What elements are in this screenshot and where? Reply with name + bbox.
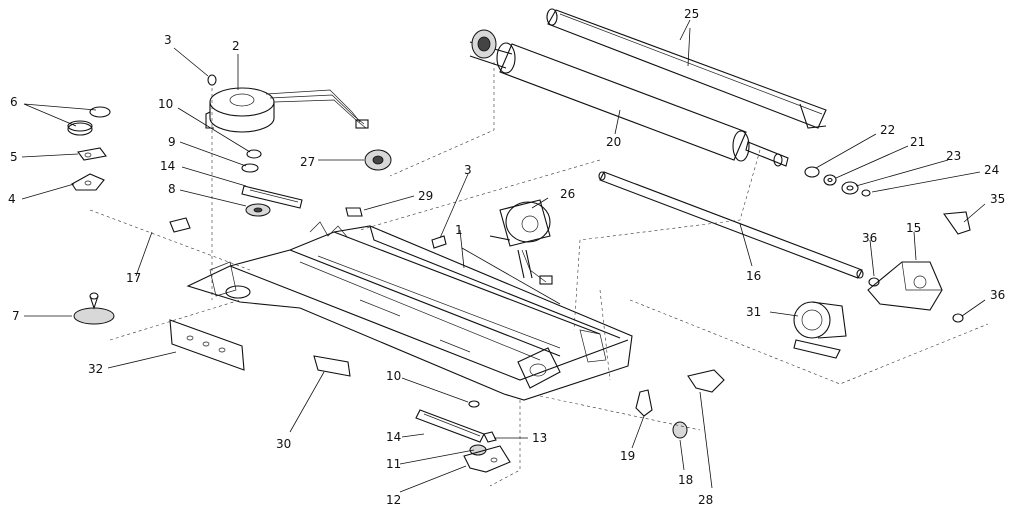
callout-24: 24: [984, 163, 999, 177]
callout-36-lower: 36: [990, 288, 1005, 302]
callout-18: 18: [678, 473, 693, 487]
callout-23: 23: [946, 149, 961, 163]
part-washer-36b: [952, 313, 964, 323]
callout-20: 20: [606, 135, 621, 149]
part-knob-18: [672, 421, 688, 439]
part-washer-36a: [868, 277, 880, 287]
callout-22: 22: [880, 123, 895, 137]
callout-26: 26: [560, 187, 575, 201]
callout-36-upper: 36: [862, 231, 877, 245]
part-motor-26: [489, 199, 553, 285]
part-gear-stack-left: [241, 149, 303, 217]
callout-11: 11: [386, 457, 401, 471]
part-lever-19: [635, 389, 653, 417]
callout-14-bottom: 14: [386, 430, 401, 444]
callout-2: 2: [232, 39, 240, 53]
callout-9: 9: [168, 135, 176, 149]
callout-32: 32: [88, 362, 103, 376]
part-gear-27: [364, 149, 392, 171]
part-lever-28: [687, 369, 725, 393]
callout-21: 21: [910, 135, 925, 149]
callout-17: 17: [126, 271, 141, 285]
part-17: [169, 217, 191, 233]
part-guide-shaft: [598, 171, 864, 279]
callout-16: 16: [746, 269, 761, 283]
callout-25: 25: [684, 7, 699, 21]
callout-28: 28: [698, 493, 713, 507]
callout-31: 31: [746, 305, 761, 319]
part-main-frame: [186, 221, 633, 401]
callout-numbers: 1 2 3 3 4 5 6 7 8 9 10 10 11 12 13 14 14…: [8, 7, 1005, 507]
part-upper-roller: [546, 8, 827, 129]
callout-10-bottom: 10: [386, 369, 401, 383]
callout-1: 1: [455, 223, 463, 237]
callout-14-top: 14: [160, 159, 175, 173]
callout-12: 12: [386, 493, 401, 507]
part-screw-3: [431, 235, 447, 249]
callout-29: 29: [418, 189, 433, 203]
callout-13: 13: [532, 431, 547, 445]
callout-10-top: 10: [158, 97, 173, 111]
part-motor-2: [205, 87, 369, 133]
part-bracket-15: [867, 261, 943, 311]
leader-lines: [21, 19, 986, 493]
part-lower-assembly: [415, 400, 511, 473]
callout-19: 19: [620, 449, 635, 463]
callout-3-top: 3: [164, 33, 172, 47]
part-platen-roller: [469, 29, 789, 167]
callout-6: 6: [10, 95, 18, 109]
callout-30: 30: [276, 437, 291, 451]
part-gear-7: [73, 292, 115, 325]
part-small-left: [67, 74, 217, 191]
part-bracket-32: [169, 319, 245, 371]
callout-5: 5: [10, 150, 18, 164]
callout-7: 7: [12, 309, 20, 323]
callout-15: 15: [906, 221, 921, 235]
part-plate-30: [313, 355, 351, 377]
callout-8: 8: [168, 182, 176, 196]
part-motor-31: [793, 301, 847, 359]
callout-4: 4: [8, 192, 16, 206]
part-29: [345, 207, 363, 217]
part-washers-platen: [804, 166, 871, 197]
part-35: [943, 211, 971, 235]
assembly-dashed-lines: [89, 62, 989, 487]
callout-35: 35: [990, 192, 1005, 206]
callout-3-center: 3: [464, 163, 472, 177]
callout-27: 27: [300, 155, 315, 169]
